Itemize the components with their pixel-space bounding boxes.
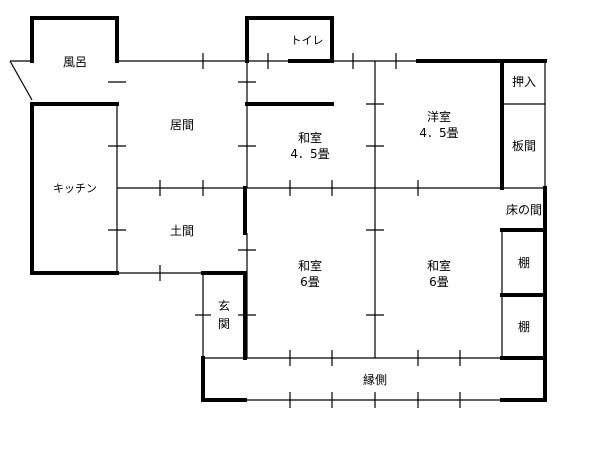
label-washitsu-a-size: 4．5畳 bbox=[290, 147, 329, 161]
label-shelf-lower: 棚 bbox=[518, 319, 530, 334]
label-genkan-2: 関 bbox=[218, 317, 230, 331]
label-living: 居間 bbox=[170, 118, 194, 132]
label-engawa: 縁側 bbox=[363, 372, 387, 387]
label-washitsu-c-name: 和室 bbox=[427, 258, 451, 273]
label-youshitsu-name: 洋室 bbox=[427, 109, 451, 124]
label-washitsu-b-size: 6畳 bbox=[300, 275, 320, 289]
label-oshiire: 押入 bbox=[512, 75, 536, 89]
label-washitsu-b-name: 和室 bbox=[298, 258, 322, 273]
label-shelf-upper: 棚 bbox=[518, 255, 530, 270]
label-toilet: トイレ bbox=[291, 34, 324, 47]
label-bath: 風呂 bbox=[63, 55, 87, 69]
label-genkan-1: 玄 bbox=[218, 298, 230, 313]
tick-marks bbox=[108, 53, 461, 408]
label-itama: 板間 bbox=[512, 139, 536, 153]
label-youshitsu-size: 4．5畳 bbox=[419, 126, 458, 140]
room-labels: 風呂 トイレ 押入 居間 和室 4．5畳 洋室 4．5畳 板間 キッチン 床の間… bbox=[53, 34, 542, 387]
label-washitsu-a-name: 和室 bbox=[298, 130, 322, 145]
label-washitsu-c-size: 6畳 bbox=[429, 275, 449, 289]
thin-walls bbox=[9, 60, 546, 401]
thick-walls bbox=[30, 16, 547, 402]
label-doma: 土間 bbox=[170, 224, 194, 238]
label-kitchen: キッチン bbox=[53, 182, 97, 195]
label-tokonoma: 床の間 bbox=[506, 203, 542, 217]
